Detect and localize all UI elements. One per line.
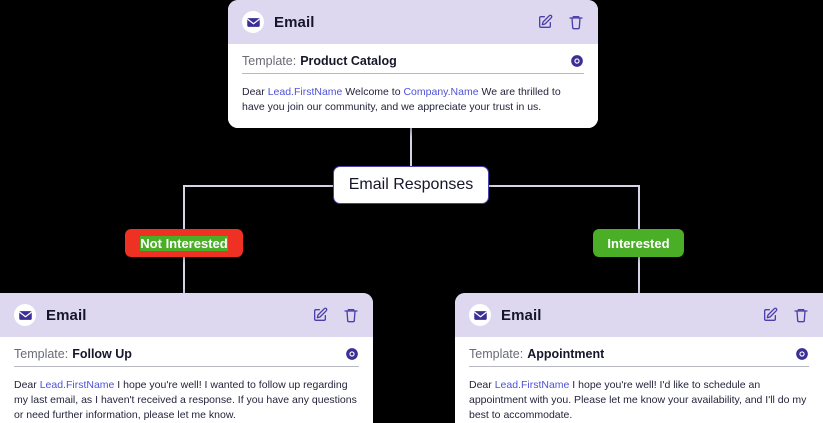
eye-icon[interactable] xyxy=(337,347,359,361)
template-field[interactable]: Template: Product Catalog xyxy=(242,54,584,74)
card-body: Template: Appointment Dear Lead.FirstNam… xyxy=(455,337,823,423)
message-text: I hope you're well! I wanted to follow u… xyxy=(14,379,357,421)
template-field[interactable]: Template: Appointment xyxy=(469,347,809,367)
template-value: Appointment xyxy=(527,347,605,361)
merge-variable: Lead.FirstName xyxy=(39,379,115,391)
branch-badge-label: Not Interested xyxy=(140,235,228,251)
template-label: Template: xyxy=(242,54,297,68)
edit-icon[interactable] xyxy=(311,307,328,324)
template-label: Template: xyxy=(14,347,69,361)
edit-icon[interactable] xyxy=(761,307,778,324)
card-title: Email xyxy=(274,13,315,31)
message-text: Dear xyxy=(469,379,495,391)
merge-variable: Company.Name xyxy=(403,86,479,98)
email-card-top[interactable]: Email Template: Produ xyxy=(228,0,598,128)
branch-badge-label: Interested xyxy=(607,235,670,251)
eye-icon[interactable] xyxy=(787,347,809,361)
message-text: Dear xyxy=(242,86,268,98)
envelope-icon xyxy=(469,304,491,326)
merge-variable: Lead.FirstName xyxy=(494,379,570,391)
card-actions xyxy=(761,307,819,324)
connector-decision-right-horizontal xyxy=(488,185,640,187)
branch-badge-interested[interactable]: Interested xyxy=(593,229,684,257)
message-text: Welcome to xyxy=(342,86,404,98)
card-title: Email xyxy=(501,306,542,324)
card-header: Email xyxy=(228,0,598,44)
card-header: Email xyxy=(0,293,373,337)
message-body: Dear Lead.FirstName I hope you're well! … xyxy=(469,378,809,423)
template-value: Product Catalog xyxy=(300,54,397,68)
card-actions xyxy=(311,307,359,324)
envelope-icon xyxy=(14,304,36,326)
card-title: Email xyxy=(46,306,87,324)
trash-icon[interactable] xyxy=(567,14,584,31)
message-body: Dear Lead.FirstName Welcome to Company.N… xyxy=(242,85,584,115)
trash-icon[interactable] xyxy=(792,307,809,324)
decision-node-label: Email Responses xyxy=(348,176,474,193)
edit-icon[interactable] xyxy=(536,14,553,31)
template-field[interactable]: Template: Follow Up xyxy=(14,347,359,367)
trash-icon[interactable] xyxy=(342,307,359,324)
card-actions xyxy=(536,14,584,31)
email-card-bottom-left[interactable]: Email Template: Follo xyxy=(0,293,373,423)
eye-icon[interactable] xyxy=(562,54,584,68)
message-text: I hope you're well! I'd like to schedule… xyxy=(469,379,807,421)
message-body: Dear Lead.FirstName I hope you're well! … xyxy=(14,378,359,423)
connector-top-card-to-decision xyxy=(410,118,412,166)
message-text: Dear xyxy=(14,379,40,391)
connector-decision-left-horizontal xyxy=(184,185,335,187)
message-text: We are thrilled to have you join our com… xyxy=(242,86,561,113)
merge-variable: Lead.FirstName xyxy=(267,86,343,98)
card-body: Template: Product Catalog Dear Lead.Firs… xyxy=(228,44,598,128)
envelope-icon xyxy=(242,11,264,33)
email-card-bottom-right[interactable]: Email Template: Appoi xyxy=(455,293,823,423)
template-label: Template: xyxy=(469,347,524,361)
card-header: Email xyxy=(455,293,823,337)
decision-node-email-responses[interactable]: Email Responses xyxy=(333,166,489,204)
branch-badge-not-interested[interactable]: Not Interested xyxy=(125,229,243,257)
template-value: Follow Up xyxy=(72,347,132,361)
card-body: Template: Follow Up Dear Lead.FirstName … xyxy=(0,337,373,423)
